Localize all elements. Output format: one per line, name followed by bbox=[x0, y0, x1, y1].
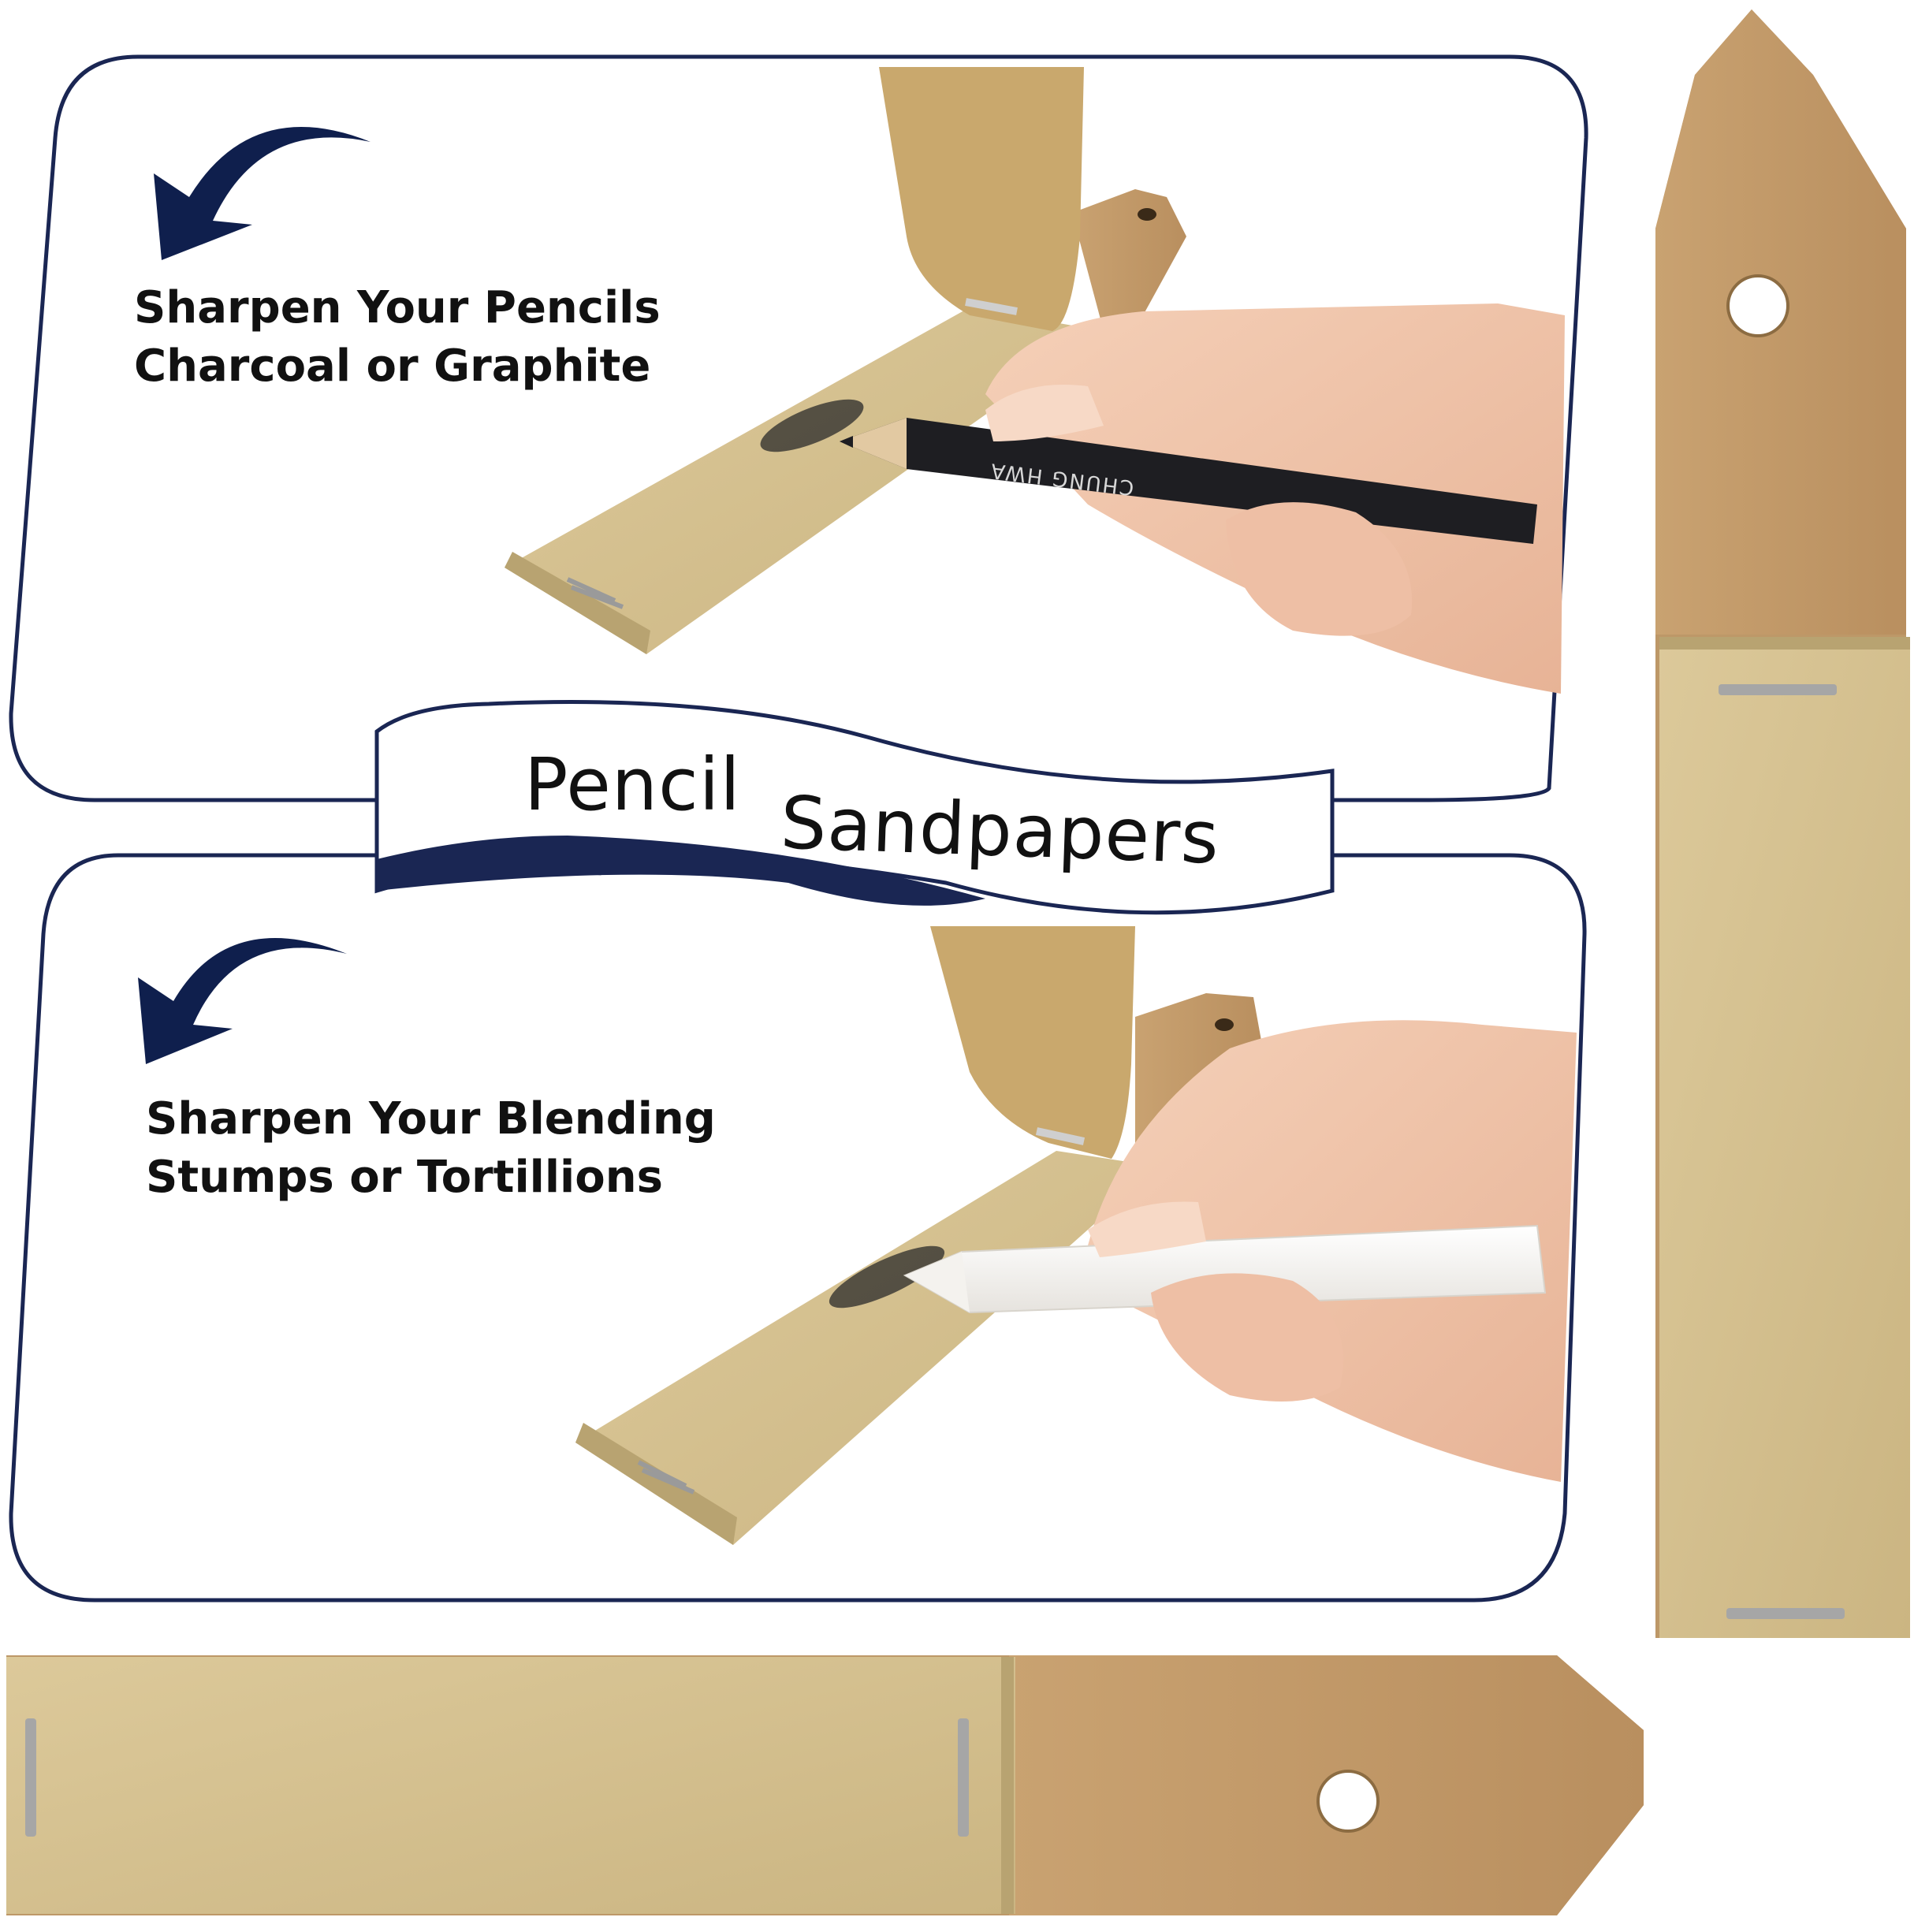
bottom-caption-line2: Stumps or Tortillions bbox=[146, 1152, 663, 1203]
hang-hole bbox=[1726, 274, 1789, 337]
curved-arrow-icon bbox=[138, 938, 347, 1064]
pencil-hand-top: CHUNG HWA bbox=[840, 303, 1565, 694]
staple bbox=[1719, 684, 1837, 695]
horizontal-sandpaper-stick bbox=[6, 1655, 1644, 1915]
bottom-panel bbox=[9, 853, 1587, 1603]
top-caption: Sharpen Your Pencils Charcoal or Graphit… bbox=[134, 279, 661, 396]
sandpaper-pad-top bbox=[505, 67, 1186, 654]
top-caption-line2: Charcoal or Graphite bbox=[134, 341, 651, 392]
top-caption-line1: Sharpen Your Pencils bbox=[134, 282, 661, 333]
staple bbox=[1726, 1608, 1845, 1619]
bottom-panel-frame bbox=[9, 853, 1587, 1603]
vertical-sandpaper-stick bbox=[1655, 9, 1910, 1638]
curved-arrow-icon bbox=[154, 127, 371, 260]
blending-stump-hand-bottom bbox=[903, 1020, 1577, 1482]
bottom-caption: Sharpen Your Blending Stumps or Tortilli… bbox=[146, 1090, 716, 1207]
staple bbox=[958, 1718, 969, 1837]
banner-word-sandpapers: Sandpapers bbox=[779, 780, 1221, 880]
staple bbox=[25, 1718, 36, 1837]
banner-word-pencil: Pencil bbox=[524, 743, 741, 827]
bottom-caption-line1: Sharpen Your Blending bbox=[146, 1093, 716, 1145]
hang-hole bbox=[1316, 1770, 1380, 1833]
title-banner bbox=[374, 700, 1335, 915]
top-panel: CHUNG HWA bbox=[9, 54, 1588, 802]
